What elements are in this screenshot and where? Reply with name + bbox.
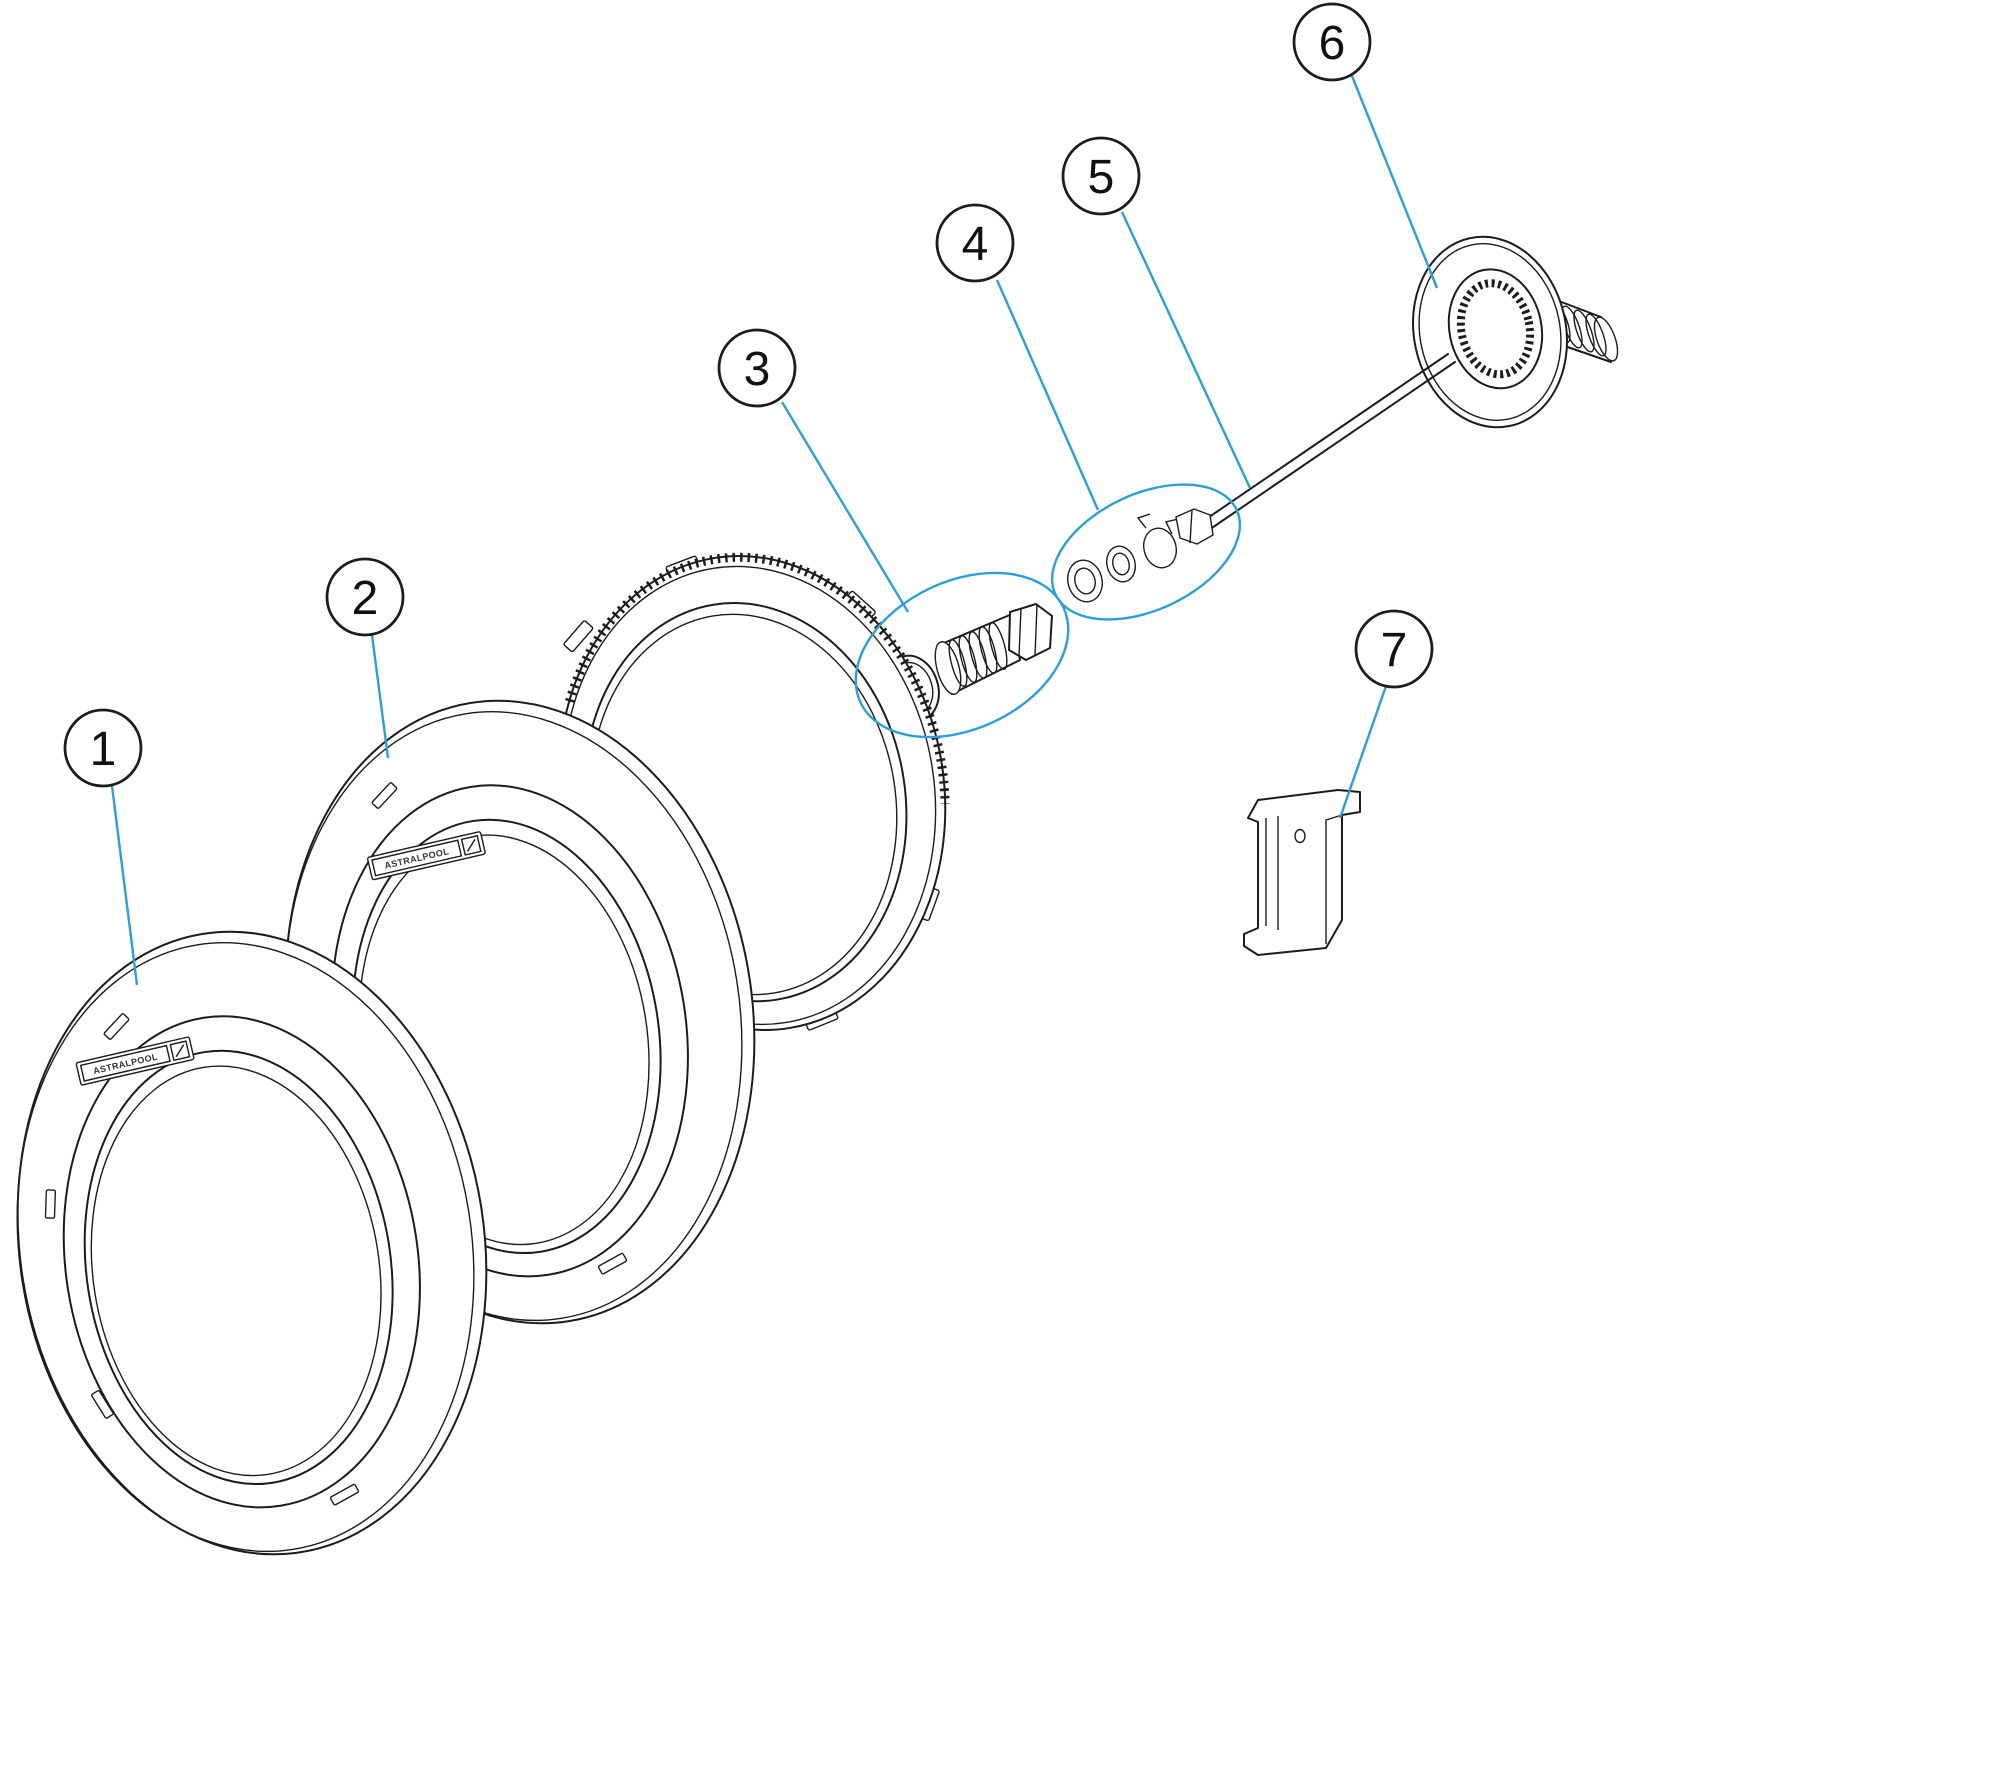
flange-ring [1412,235,1568,429]
part6-wall-niche-flange [1412,235,1619,429]
callout-7: 7 [1354,609,1434,689]
callouts: 1 2 3 4 5 6 7 [63,2,1434,788]
callout-2: 2 [325,557,405,637]
ring1-slots [44,1013,360,1506]
threaded-adapter [934,603,1053,695]
leader-line-2 [370,634,390,759]
callout-3-number: 3 [744,343,771,396]
washer-small [1105,545,1137,583]
part4-washers-and-gaskets [1067,508,1214,603]
adapter-hex-head [1008,603,1053,661]
washer-large [1067,559,1103,603]
part5-cable [1195,353,1456,535]
group-ellipse-part3 [854,571,1070,739]
clip-hole [1294,828,1306,844]
flange-serration [1456,279,1535,379]
gland-nut [1175,508,1214,545]
callout-5: 5 [1061,136,1141,216]
callout-2-number: 2 [352,572,379,625]
callout-5-number: 5 [1088,151,1115,204]
leader-line-4 [995,279,1100,511]
leader-line-5 [1120,211,1252,489]
group-ellipse-part4 [1050,483,1242,621]
callout-4-number: 4 [962,218,989,271]
part1-front-trim-ring: ASTRALPOOL [16,930,488,1556]
leader-line-1 [110,785,139,986]
callout-6: 6 [1292,2,1372,82]
callout-3: 3 [717,328,797,408]
callout-1-number: 1 [90,723,117,776]
leader-line-6 [1350,75,1439,289]
cable-gland-body [1136,508,1214,569]
leader-line-3 [780,401,910,613]
callout-1: 1 [63,708,143,788]
callout-6-number: 6 [1319,17,1346,70]
part7-fixing-clip [1243,789,1361,956]
leader-line-7 [1338,685,1388,819]
callout-7-number: 7 [1381,624,1408,677]
callout-4: 4 [935,203,1015,283]
leader-lines [110,75,1439,986]
